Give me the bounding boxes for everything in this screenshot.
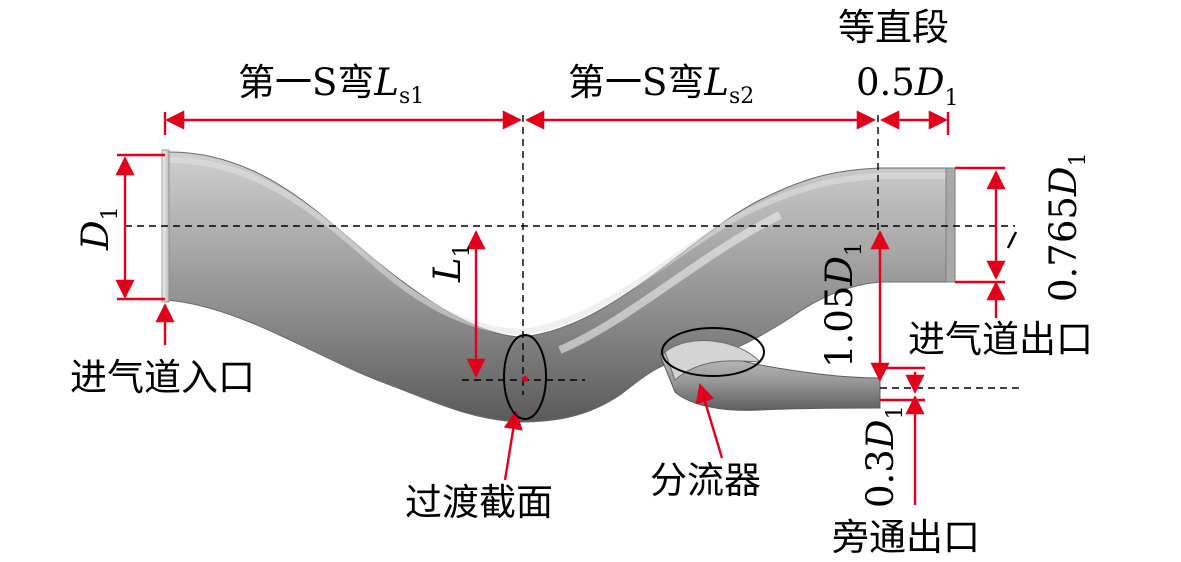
- duct-ridge: [558, 211, 782, 354]
- label-straight-length: 0.5D1: [856, 61, 959, 111]
- transition-center-dot: [522, 376, 528, 382]
- label-splitter: 分流器: [650, 459, 761, 502]
- label-outlet-height: 0.765D1: [1042, 152, 1091, 302]
- splitter-ellipse: [661, 327, 765, 377]
- leader-splitter: [695, 383, 724, 459]
- label-first-bend-2: 第一S弯Ls2: [568, 61, 754, 109]
- label-first-bend-1: 第一S弯Ls1: [238, 61, 424, 109]
- label-transition-section: 过渡截面: [405, 481, 553, 524]
- label-inlet-diameter: D1: [74, 206, 123, 251]
- label-bypass-outlet: 旁通出口: [832, 516, 980, 559]
- label-straight-section: 等直段: [838, 6, 949, 49]
- outlet-tick: [1006, 231, 1018, 249]
- label-split-offset: 1.05D1: [818, 242, 867, 368]
- outlet-face: [945, 167, 956, 283]
- leader-transition: [503, 410, 523, 481]
- duct-body: [161, 149, 956, 423]
- duct-highlight: [169, 157, 950, 336]
- label-offset-l1: L1: [426, 243, 475, 283]
- transition-section-ellipse: [503, 334, 547, 420]
- label-bypass-height: 0.3D1: [859, 405, 908, 508]
- label-inlet: 进气道入口: [70, 356, 255, 399]
- label-outlet: 进气道出口: [908, 318, 1093, 361]
- dimensions: [115, 110, 1006, 505]
